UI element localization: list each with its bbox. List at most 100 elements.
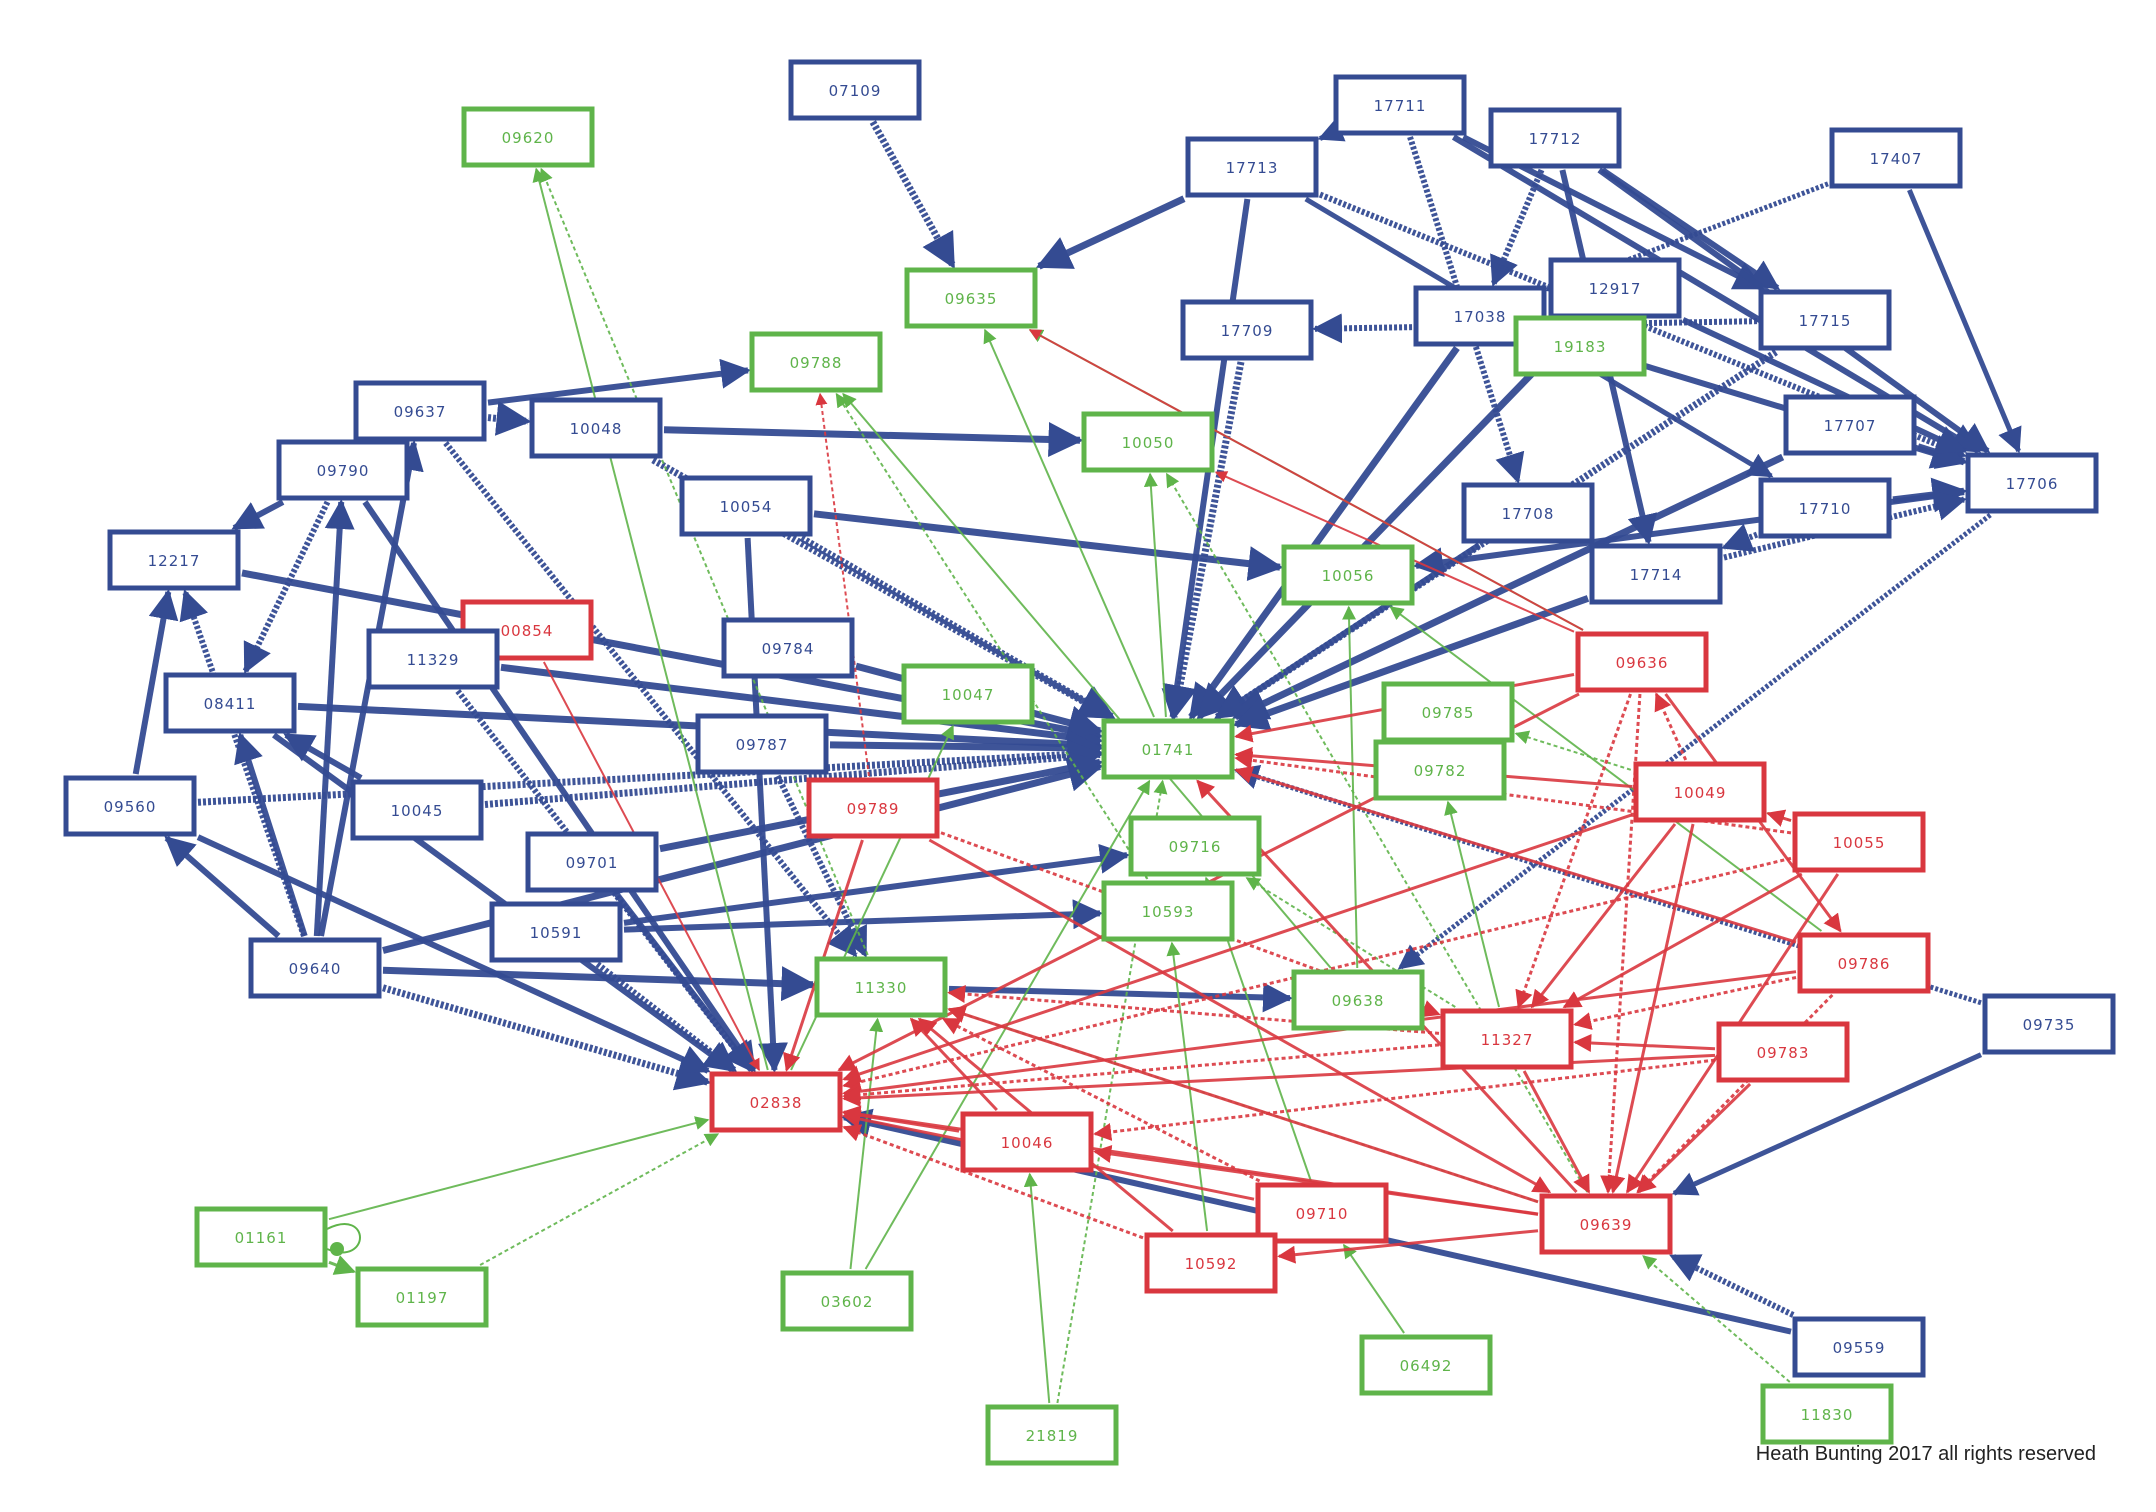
node-17712[interactable]: 17712 [1488,107,1622,169]
node-10592[interactable]: 10592 [1144,1232,1278,1294]
node-box[interactable] [1797,932,1931,994]
node-box[interactable] [1381,681,1515,743]
node-box[interactable] [901,663,1035,725]
node-box[interactable] [1461,482,1595,544]
node-box[interactable] [1575,631,1709,693]
node-box[interactable] [1792,811,1926,873]
node-17710[interactable]: 17710 [1758,477,1892,539]
node-box[interactable] [163,672,297,734]
node-10056[interactable]: 10056 [1281,544,1415,606]
node-box[interactable] [1633,761,1767,823]
node-10045[interactable]: 10045 [350,779,484,841]
node-box[interactable] [1180,299,1314,361]
node-box[interactable] [960,1111,1094,1173]
node-10591[interactable]: 10591 [489,901,623,963]
node-03602[interactable]: 03602 [780,1270,914,1332]
node-box[interactable] [749,331,883,393]
node-box[interactable] [350,779,484,841]
node-box[interactable] [904,267,1038,329]
node-box[interactable] [1440,1008,1574,1070]
node-box[interactable] [1488,107,1622,169]
node-box[interactable] [695,713,829,775]
node-09782[interactable]: 09782 [1373,739,1507,801]
node-box[interactable] [1281,544,1415,606]
node-box[interactable] [1829,127,1963,189]
node-box[interactable] [529,397,663,459]
node-box[interactable] [1965,452,2099,514]
node-09620[interactable]: 09620 [461,106,595,168]
node-10048[interactable]: 10048 [529,397,663,459]
node-box[interactable] [366,628,500,690]
node-09635[interactable]: 09635 [904,267,1038,329]
node-17707[interactable]: 17707 [1783,394,1917,456]
node-box[interactable] [353,380,487,442]
node-01741[interactable]: 01741 [1101,718,1235,780]
node-10055[interactable]: 10055 [1792,811,1926,873]
node-09790[interactable]: 09790 [276,439,410,501]
node-box[interactable] [1128,815,1262,877]
node-box[interactable] [709,1071,843,1133]
node-09701[interactable]: 09701 [525,831,659,893]
node-10047[interactable]: 10047 [901,663,1035,725]
node-17706[interactable]: 17706 [1965,452,2099,514]
node-box[interactable] [355,1266,489,1328]
node-09783[interactable]: 09783 [1716,1021,1850,1083]
node-09786[interactable]: 09786 [1797,932,1931,994]
node-box[interactable] [1373,739,1507,801]
node-box[interactable] [461,106,595,168]
node-box[interactable] [1081,411,1215,473]
node-box[interactable] [1185,136,1319,198]
node-box[interactable] [1758,477,1892,539]
node-09784[interactable]: 09784 [721,617,855,679]
node-11330[interactable]: 11330 [814,956,948,1018]
node-box[interactable] [1513,315,1647,377]
node-10050[interactable]: 10050 [1081,411,1215,473]
node-box[interactable] [721,617,855,679]
node-10593[interactable]: 10593 [1101,880,1235,942]
node-12917[interactable]: 12917 [1548,257,1682,319]
node-17715[interactable]: 17715 [1758,289,1892,351]
node-17709[interactable]: 17709 [1180,299,1314,361]
node-12217[interactable]: 12217 [107,529,241,591]
node-10054[interactable]: 10054 [679,475,813,537]
node-box[interactable] [1982,993,2116,1055]
node-11327[interactable]: 11327 [1440,1008,1574,1070]
node-09735[interactable]: 09735 [1982,993,2116,1055]
node-09787[interactable]: 09787 [695,713,829,775]
node-box[interactable] [985,1404,1119,1466]
node-09560[interactable]: 09560 [63,775,197,837]
node-box[interactable] [63,775,197,837]
node-17407[interactable]: 17407 [1829,127,1963,189]
node-box[interactable] [1783,394,1917,456]
node-09639[interactable]: 09639 [1539,1193,1673,1255]
node-box[interactable] [276,439,410,501]
node-06492[interactable]: 06492 [1359,1334,1493,1396]
node-box[interactable] [1333,74,1467,136]
node-box[interactable] [1359,1334,1493,1396]
node-box[interactable] [780,1270,914,1332]
node-17713[interactable]: 17713 [1185,136,1319,198]
node-box[interactable] [1760,1383,1894,1445]
node-11830[interactable]: 11830 [1760,1383,1894,1445]
node-10046[interactable]: 10046 [960,1111,1094,1173]
node-09785[interactable]: 09785 [1381,681,1515,743]
node-01197[interactable]: 01197 [355,1266,489,1328]
node-17711[interactable]: 17711 [1333,74,1467,136]
node-17714[interactable]: 17714 [1589,543,1723,605]
node-17708[interactable]: 17708 [1461,482,1595,544]
node-09636[interactable]: 09636 [1575,631,1709,693]
node-box[interactable] [1255,1182,1389,1244]
node-21819[interactable]: 21819 [985,1404,1119,1466]
node-09788[interactable]: 09788 [749,331,883,393]
node-09710[interactable]: 09710 [1255,1182,1389,1244]
node-09637[interactable]: 09637 [353,380,487,442]
node-box[interactable] [489,901,623,963]
node-07109[interactable]: 07109 [788,59,922,121]
node-box[interactable] [1589,543,1723,605]
node-11329[interactable]: 11329 [366,628,500,690]
node-box[interactable] [525,831,659,893]
node-box[interactable] [1548,257,1682,319]
node-box[interactable] [814,956,948,1018]
node-09789[interactable]: 09789 [806,777,940,839]
node-01161[interactable]: 01161 [194,1206,328,1268]
